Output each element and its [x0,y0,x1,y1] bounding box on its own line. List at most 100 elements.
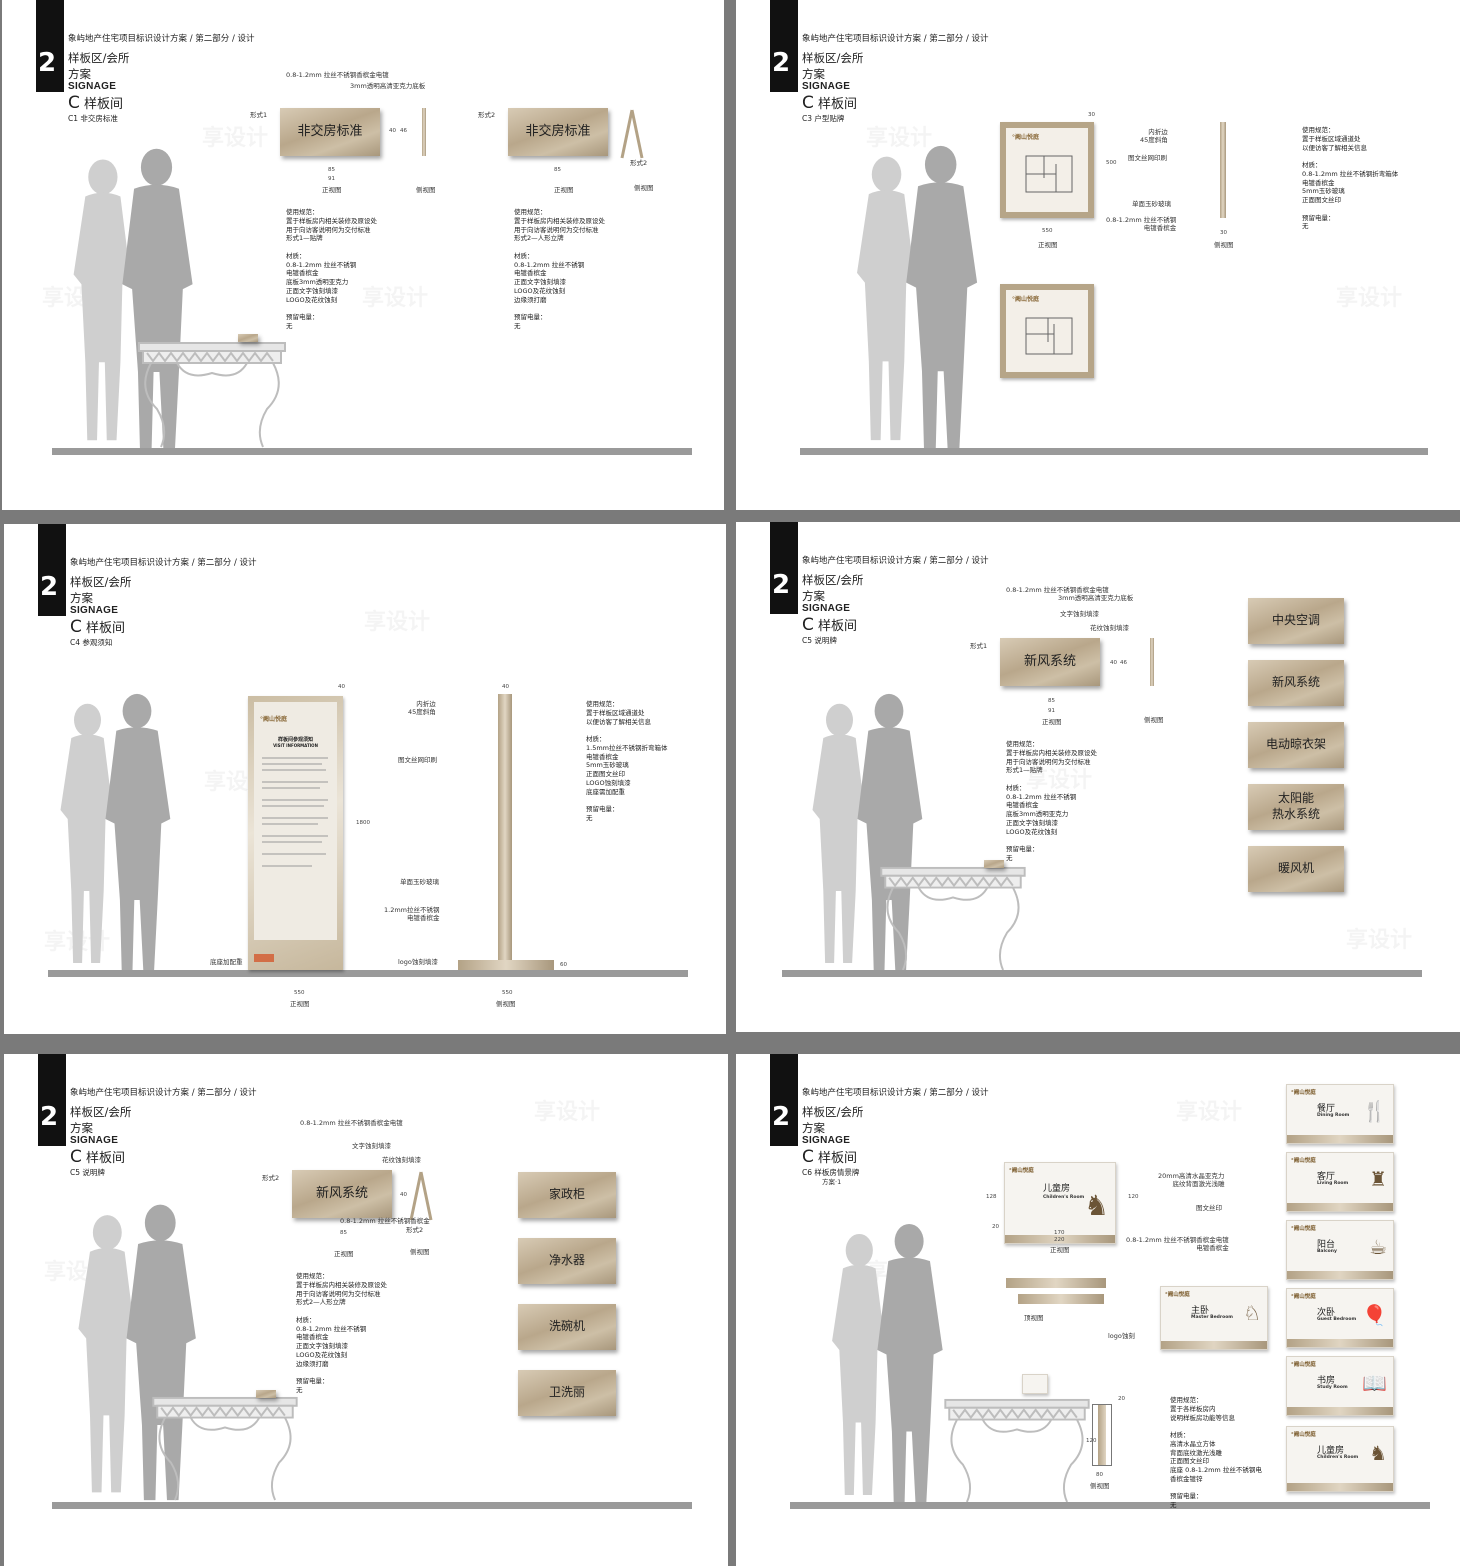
annotation: 底座加配重 [210,958,243,966]
watermark: 享设计 [362,280,428,312]
signage-label: SIGNAGE [70,605,119,616]
dimension: 85 [340,1230,347,1236]
annotation: 单面玉砂玻璃 [400,878,439,886]
side-view-base [458,960,554,970]
view-label: 侧视图 [410,1248,430,1256]
logo-mark [254,954,274,962]
subtitle: C5 说明牌 [70,1168,105,1177]
sign-plate: 新风系统 [1248,660,1344,706]
signage-label: SIGNAGE [68,81,117,92]
annotation: 单面玉砂玻璃 [1132,200,1171,208]
top-view-bar [1006,1278,1106,1288]
dimension: 550 [1042,228,1053,234]
dimension: 40 [502,684,509,690]
table-sign [238,334,258,342]
scheme-title: 方案 [68,67,91,81]
subtitle: C5 说明牌 [802,636,837,645]
annotation: 3mm透明高清亚克力底板 [1058,594,1134,602]
view-label: 侧视图 [1144,716,1164,724]
annotation: 1.2mm拉丝不锈钢 电镀香槟金 [384,906,440,923]
sign-plate: 暖风机 [1248,846,1344,892]
annotation: 0.8-1.2mm 拉丝不锈钢 电镀香槟金 [1106,216,1177,233]
view-label: 侧视图 [1090,1482,1110,1490]
dimension: 46 [1120,660,1127,666]
view-label: 正视图 [1038,241,1058,249]
subtitle: C1 非交房标准 [68,114,118,123]
notice-title: 样板间参观须知 [277,737,313,743]
usage-notes: 使用规范： 置于样板区域通道处 以便访客了解相关信息 材质： 1.5mm拉丝不锈… [586,700,668,822]
area-title: 样板区/会所 [802,51,864,65]
panel-c3: 2 象屿地产住宅项目标识设计方案 / 第二部分 / 设计 样板区/会所 方案 S… [736,0,1460,510]
area-title: 样板区/会所 [802,573,864,587]
brand-logo: °阙山悦庭 [260,716,288,723]
subtitle: C3 户型贴牌 [802,114,845,123]
breadcrumb: 象屿地产住宅项目标识设计方案 / 第二部分 / 设计 [802,556,989,566]
form-label: 形式2 [478,111,496,119]
view-label: 正视图 [322,186,342,194]
notice-panel: °阙山悦庭 样板间参观须知 VISIT INFORMATION [254,702,337,940]
signage-label: SIGNAGE [70,1135,119,1146]
view-label: 侧视图 [496,1000,516,1008]
form-label: 形式1 [250,111,268,119]
watering-can-icon: ☕ [1369,1235,1387,1259]
table-card [1022,1374,1048,1394]
dimension: 60 [560,962,567,968]
scheme-title: 方案 [70,1121,93,1135]
dimension: 500 [1106,160,1117,166]
dimension: 128 [986,1194,997,1200]
usage-notes: 使用规范： 置于样板房内相关装修及原设处 用于向访客说明何为交付标准 形式2—人… [514,208,605,330]
panel-c6: 2 象屿地产住宅项目标识设计方案 / 第二部分 / 设计 样板区/会所 方案 S… [736,1054,1460,1566]
breadcrumb: 象屿地产住宅项目标识设计方案 / 第二部分 / 设计 [802,34,989,44]
scheme-title: 方案 [802,1121,825,1135]
watermark: 享设计 [534,1094,600,1126]
annotation: 3mm透明高清亚克力底板 [350,82,426,90]
annotation: 内折边 45度斜角 [1140,128,1168,145]
sign-plate: 新风系统 [1000,638,1100,686]
breadcrumb: 象屿地产住宅项目标识设计方案 / 第二部分 / 设计 [70,558,257,568]
floor-plan-drawing [1025,317,1073,355]
room-title: C 样板间 [70,617,126,637]
form-label: 形式2 [406,1226,424,1234]
sign-plate: 卫洗丽 [518,1370,616,1416]
room-title: C 样板间 [68,93,124,113]
view-label: 侧视图 [416,186,436,194]
dimension: 40 [389,128,396,134]
cutlery-icon: 🍴 [1362,1099,1387,1123]
notice-stand: °阙山悦庭 样板间参观须知 VISIT INFORMATION [248,696,343,970]
section-tab: 2 [770,522,798,614]
dimension: 85 [1048,698,1055,704]
view-label: 正视图 [554,186,574,194]
view-label: 正视图 [290,1000,310,1008]
side-view-bar [1150,638,1154,686]
view-label: 正视图 [334,1250,354,1258]
rocking-horse-icon: ♞ [1369,1441,1387,1465]
dimension: 30 [1220,230,1227,236]
breadcrumb: 象屿地产住宅项目标识设计方案 / 第二部分 / 设计 [802,1088,989,1098]
area-title: 样板区/会所 [68,51,130,65]
side-view-bar [1220,122,1226,218]
scheme-number: 方案·1 [822,1178,842,1186]
subtitle: C4 参观须知 [70,638,113,647]
watermark: 享设计 [202,120,268,152]
console-table [942,1396,1092,1504]
room-title: C 样板间 [802,93,858,113]
floor-line [782,970,1422,977]
book-icon: 📖 [1362,1371,1387,1395]
dimension: 220 [1054,1237,1065,1243]
usage-notes: 使用规范： 置于样板区域通道处 以便访客了解相关信息 材质： 0.8-1.2mm… [1302,126,1399,231]
dimension: 85 [328,167,335,173]
signage-label: SIGNAGE [802,603,851,614]
signage-label: SIGNAGE [802,81,851,92]
view-label: 侧视图 [1214,241,1234,249]
people-silhouette [846,135,996,450]
table-sign [984,860,1004,868]
area-title: 样板区/会所 [70,575,132,589]
people-silhouette [44,684,194,972]
subtitle: C6 样板房情景牌 [802,1168,860,1177]
scheme-title: 方案 [802,67,825,81]
floor-line [48,970,688,977]
annotation: 图文丝网印刷 [1128,154,1167,162]
